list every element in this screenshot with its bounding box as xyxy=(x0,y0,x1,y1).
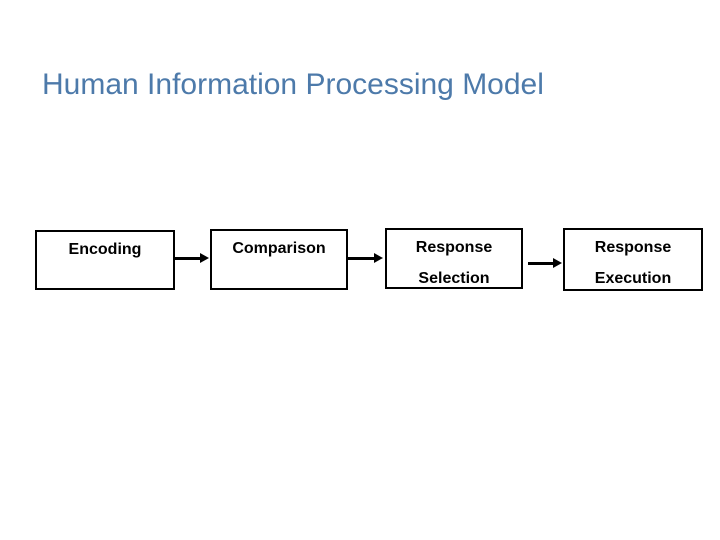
arrow-shaft xyxy=(175,257,201,260)
flow-box-response-selection: Response Selection xyxy=(385,228,523,289)
flow-box-comparison-label: Comparison xyxy=(232,240,326,257)
slide-title: Human Information Processing Model xyxy=(42,68,544,101)
arrow-head-icon xyxy=(374,253,383,263)
arrow-response-selection-to-response-execution xyxy=(528,258,562,269)
flow-box-response-execution-label-line2: Execution xyxy=(594,270,672,287)
arrow-head-icon xyxy=(553,258,562,268)
flow-box-encoding-label: Encoding xyxy=(68,241,142,258)
flow-box-response-selection-label-line1: Response xyxy=(415,239,493,256)
flow-box-response-execution-label-line1: Response xyxy=(594,239,672,256)
flow-box-response-execution: Response Execution xyxy=(563,228,703,291)
arrow-head-icon xyxy=(200,253,209,263)
flow-box-response-selection-label-line2: Selection xyxy=(418,270,490,287)
flow-box-encoding: Encoding xyxy=(35,230,175,290)
arrow-shaft xyxy=(528,262,554,265)
flow-box-comparison: Comparison xyxy=(210,229,348,290)
arrow-comparison-to-response-selection xyxy=(348,253,383,264)
arrow-encoding-to-comparison xyxy=(175,253,209,264)
arrow-shaft xyxy=(348,257,375,260)
